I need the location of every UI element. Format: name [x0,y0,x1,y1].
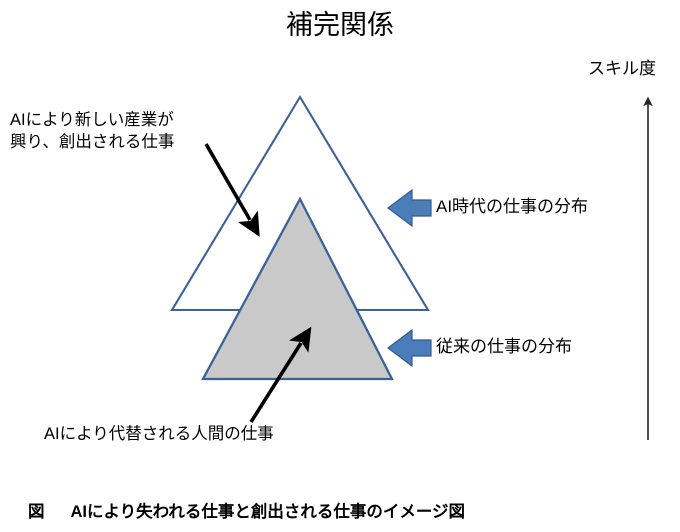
skill-axis-label: スキル度 [588,59,656,78]
annotation-new-jobs-line2: 興り、創出される仕事 [10,132,175,151]
figure-caption-number: 図 [28,503,45,521]
annotation-new-jobs-line1: AIにより新しい産業が [10,111,174,129]
figure-caption-text: AIにより失われる仕事と創出される仕事のイメージ図 [70,503,466,521]
inner-triangle-conventional [201,196,394,381]
callout-label-conventional: 従来の仕事の分布 [436,337,572,356]
annotation-new-jobs: AIにより新しい産業が 興り、創出される仕事 [10,110,174,154]
block-arrow-ai-era [387,188,432,228]
annotation-replaced-jobs: AIにより代替される人間の仕事 [44,425,274,443]
page-title: 補完関係 [286,10,394,40]
leader-arrow-replaced-jobs [249,326,312,423]
block-arrow-conventional [387,328,432,368]
callout-label-ai-era: AI時代の仕事の分布 [436,197,589,216]
figure-caption: 図 AIにより失われる仕事と創出される仕事のイメージ図 [28,502,465,524]
leader-arrow-new-jobs [204,143,260,237]
